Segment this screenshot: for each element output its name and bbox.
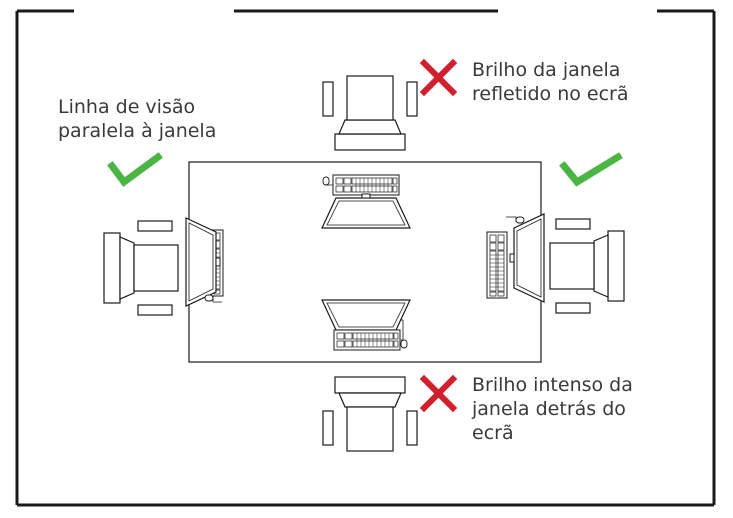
label-line: janela detrás do [472, 398, 626, 420]
label-parallel-sightline: Linha de visão paralela à janela [58, 95, 216, 143]
cross-icon [419, 58, 458, 97]
workstation-top [321, 174, 411, 229]
chair-right [549, 218, 625, 314]
chair-left [103, 220, 179, 316]
label-line: Linha de visão [58, 96, 196, 118]
cross-icon [419, 374, 458, 413]
label-line: paralela à janela [58, 120, 217, 142]
label-line: Brilho intenso da [472, 374, 633, 396]
chair-top [322, 75, 418, 151]
workstation-bottom [321, 299, 411, 351]
check-icon [107, 152, 163, 187]
workstation-right [486, 213, 545, 303]
chair-bottom [322, 376, 418, 452]
label-line: Brilho da janela [472, 59, 621, 81]
label-window-reflection: Brilho da janela refletido no ecrã [472, 58, 629, 106]
check-icon [559, 152, 623, 187]
label-window-behind-screen: Brilho intenso da janela detrás do ecrã [472, 373, 633, 445]
workstation-left [185, 217, 224, 307]
room-walls [15, 9, 716, 507]
label-line: ecrã [472, 422, 514, 444]
label-line: refletido no ecrã [472, 83, 629, 105]
